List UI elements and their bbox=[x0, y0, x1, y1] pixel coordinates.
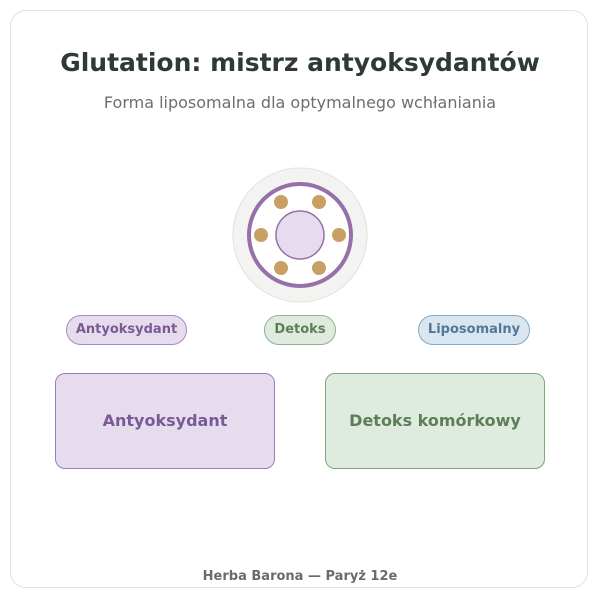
tag-liposomal: Liposomalny bbox=[418, 315, 530, 345]
card-cellular-detox: Detoks komórkowy bbox=[325, 373, 545, 469]
emblem-dot bbox=[312, 261, 326, 275]
tag-antioxidant: Antyoksydant bbox=[66, 315, 187, 345]
page-subtitle: Forma liposomalna dla optymalnego wchłan… bbox=[103, 93, 497, 112]
emblem-core bbox=[275, 210, 325, 260]
footer-credit: Herba Barona — Paryż 12e bbox=[202, 569, 398, 584]
liposome-icon bbox=[232, 167, 368, 303]
tag-detox: Detoks bbox=[264, 315, 336, 345]
card-antioxidant: Antyoksydant bbox=[55, 373, 275, 469]
emblem-dot bbox=[332, 228, 346, 242]
page-title: Glutation: mistrz antyoksydantów bbox=[60, 48, 540, 77]
emblem-dot bbox=[312, 195, 326, 209]
emblem-dot bbox=[274, 195, 288, 209]
emblem-dot bbox=[274, 261, 288, 275]
emblem-dot bbox=[254, 228, 268, 242]
